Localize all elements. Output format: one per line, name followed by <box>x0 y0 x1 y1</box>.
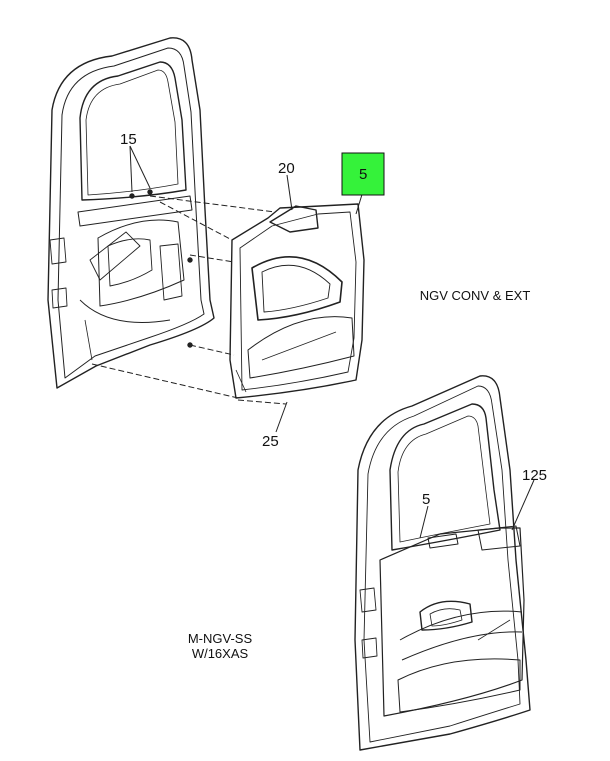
top-door-frame <box>47 37 215 389</box>
assembly-leader-lines-top <box>91 195 287 405</box>
caption-ngv-conv-ext: NGV CONV & EXT <box>400 288 550 303</box>
caption-bottom-line1: M-NGV-SS <box>187 631 253 646</box>
callout-5-top: 5 <box>359 166 367 183</box>
caption-top-text: NGV CONV & EXT <box>419 288 531 303</box>
callout-20: 20 <box>278 160 295 177</box>
callout-25: 25 <box>262 433 279 450</box>
caption-bottom-line2: W/16XAS <box>191 646 249 661</box>
callout-125: 125 <box>522 467 547 484</box>
top-trim-panel <box>229 203 365 399</box>
bottom-door-assembly <box>354 375 531 751</box>
callout-15: 15 <box>120 131 137 148</box>
caption-m-ngv-ss: M-NGV-SS W/16XAS <box>180 631 260 661</box>
part-5-highlight-box <box>341 152 385 196</box>
callout-5-bottom: 5 <box>422 491 430 508</box>
